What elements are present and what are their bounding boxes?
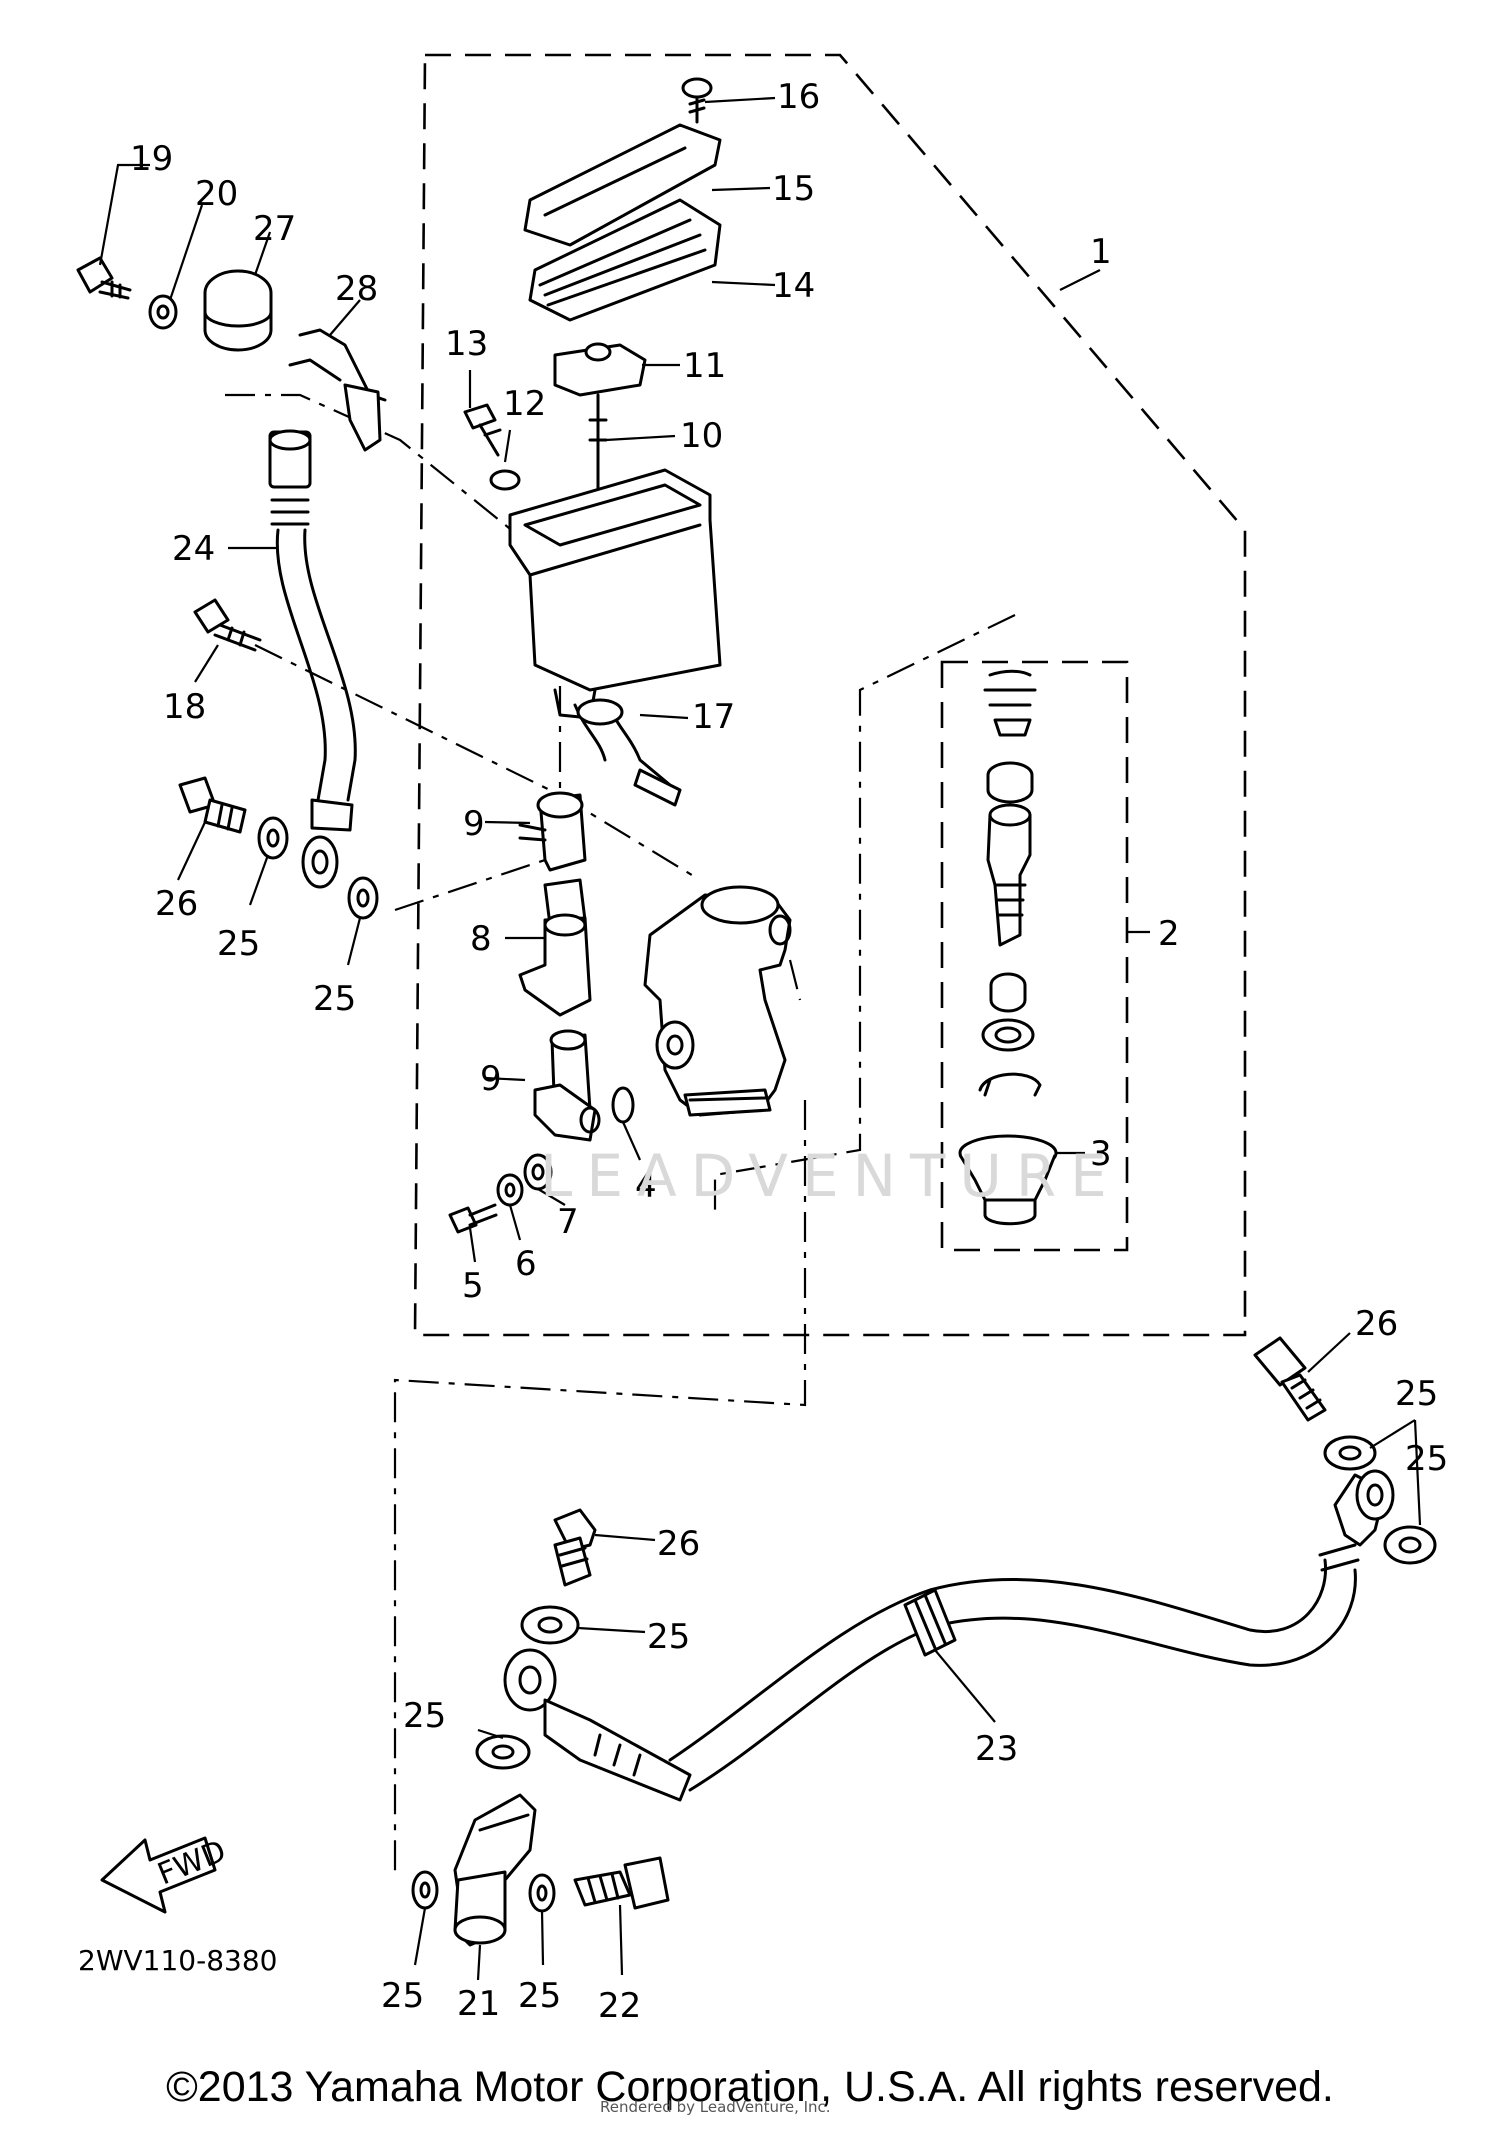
callout-16: 16 bbox=[777, 77, 820, 117]
callout-15: 15 bbox=[772, 169, 815, 209]
callout-27: 27 bbox=[253, 209, 296, 249]
callout-9: 9 bbox=[480, 1059, 502, 1099]
fwd-arrow-icon: FWD bbox=[100, 1834, 231, 1914]
callout-22: 22 bbox=[598, 1986, 641, 2026]
part-26-union-bolt bbox=[553, 1508, 597, 1587]
callout-26: 26 bbox=[657, 1524, 700, 1564]
part-2-piston-kit bbox=[958, 669, 1058, 1226]
part-reservoir bbox=[508, 468, 722, 720]
part-25-washer bbox=[528, 1873, 556, 1913]
part-4-o-ring bbox=[611, 1086, 635, 1124]
part-14-diaphragm bbox=[528, 198, 722, 322]
part-8-hose-joint bbox=[518, 913, 592, 1017]
callout-25: 25 bbox=[381, 1976, 424, 2016]
callout-19: 19 bbox=[130, 139, 173, 179]
assembly-1-boundary bbox=[413, 53, 1247, 1337]
callout-17: 17 bbox=[692, 697, 735, 737]
callout-23: 23 bbox=[975, 1729, 1018, 1769]
callout-4: 4 bbox=[635, 1166, 657, 1206]
part-23-brake-hose bbox=[668, 1469, 1395, 1792]
part-28-wire-clamp bbox=[288, 328, 387, 452]
part-6-washer bbox=[496, 1173, 524, 1207]
part-25-washer bbox=[520, 1605, 580, 1645]
part-13-bolt bbox=[463, 403, 502, 457]
part-master-cylinder-body bbox=[643, 885, 792, 1117]
callout-5: 5 bbox=[462, 1266, 484, 1306]
callout-25: 25 bbox=[518, 1976, 561, 2016]
part-25-washer bbox=[1323, 1435, 1377, 1471]
part-27-grommet bbox=[203, 269, 273, 352]
part-25-washer bbox=[475, 1734, 531, 1770]
callout-10: 10 bbox=[680, 416, 723, 456]
part-9-fitting bbox=[518, 791, 587, 927]
callout-25: 25 bbox=[647, 1617, 690, 1657]
callout-25: 25 bbox=[403, 1696, 446, 1736]
callout-26: 26 bbox=[1355, 1304, 1398, 1344]
part-19-bolt bbox=[76, 256, 132, 300]
callout-11: 11 bbox=[683, 346, 726, 386]
callout-14: 14 bbox=[772, 266, 815, 306]
leader-lines bbox=[98, 96, 1422, 1981]
callout-1: 1 bbox=[1090, 232, 1112, 272]
part-11-float-plate bbox=[553, 342, 647, 397]
callout-21: 21 bbox=[457, 1984, 500, 2024]
part-15-reservoir-cap bbox=[523, 123, 722, 247]
copyright-notice: ©2013 Yamaha Motor Corporation, U.S.A. A… bbox=[166, 2063, 1334, 2111]
part-17-hose-clamp bbox=[573, 698, 682, 807]
callout-18: 18 bbox=[163, 687, 206, 727]
assembly-2-boundary bbox=[940, 660, 1129, 1252]
callout-25: 25 bbox=[217, 924, 260, 964]
watermark: LEADVENTURE bbox=[540, 1142, 1121, 1210]
part-9-fitting bbox=[533, 1029, 601, 1142]
part-25-washer bbox=[1383, 1525, 1437, 1565]
render-credit: Rendered by LeadVenture, Inc. bbox=[600, 2098, 831, 2116]
callout-3: 3 bbox=[1090, 1134, 1112, 1174]
part-22-union-bolt bbox=[573, 1856, 670, 1910]
callout-25: 25 bbox=[313, 979, 356, 1019]
part-12-nut bbox=[489, 469, 521, 491]
callout-24: 24 bbox=[172, 529, 215, 569]
callout-25: 25 bbox=[1405, 1439, 1448, 1479]
part-25-washer bbox=[411, 1870, 439, 1910]
part-25-washer bbox=[347, 876, 379, 920]
callout-12: 12 bbox=[503, 384, 546, 424]
callout-26: 26 bbox=[155, 884, 198, 924]
callout-7: 7 bbox=[557, 1202, 579, 1242]
callout-20: 20 bbox=[195, 174, 238, 214]
callout-13: 13 bbox=[445, 324, 488, 364]
part-26-union-bolt bbox=[178, 776, 247, 834]
callout-28: 28 bbox=[335, 269, 378, 309]
part-16-screw bbox=[681, 77, 713, 124]
callout-9: 9 bbox=[463, 804, 485, 844]
diagram-code: 2WV110-8380 bbox=[78, 1944, 278, 1977]
part-18-bolt bbox=[193, 598, 262, 652]
part-21-brake-switch bbox=[453, 1793, 537, 1947]
part-24-brake-hose bbox=[268, 429, 357, 889]
part-5-bolt bbox=[448, 1203, 498, 1234]
callout-8: 8 bbox=[470, 919, 492, 959]
part-26-union-bolt bbox=[1253, 1336, 1327, 1422]
part-25-washer bbox=[257, 816, 289, 860]
callout-25: 25 bbox=[1395, 1374, 1438, 1414]
callout-2: 2 bbox=[1158, 914, 1180, 954]
part-20-washer bbox=[148, 294, 178, 330]
callout-6: 6 bbox=[515, 1244, 537, 1284]
callout-labels: 1 2 3 4 5 6 7 8 9 9 10 11 12 13 14 15 16… bbox=[130, 77, 1448, 2026]
part-banjo-fitting bbox=[503, 1648, 692, 1802]
